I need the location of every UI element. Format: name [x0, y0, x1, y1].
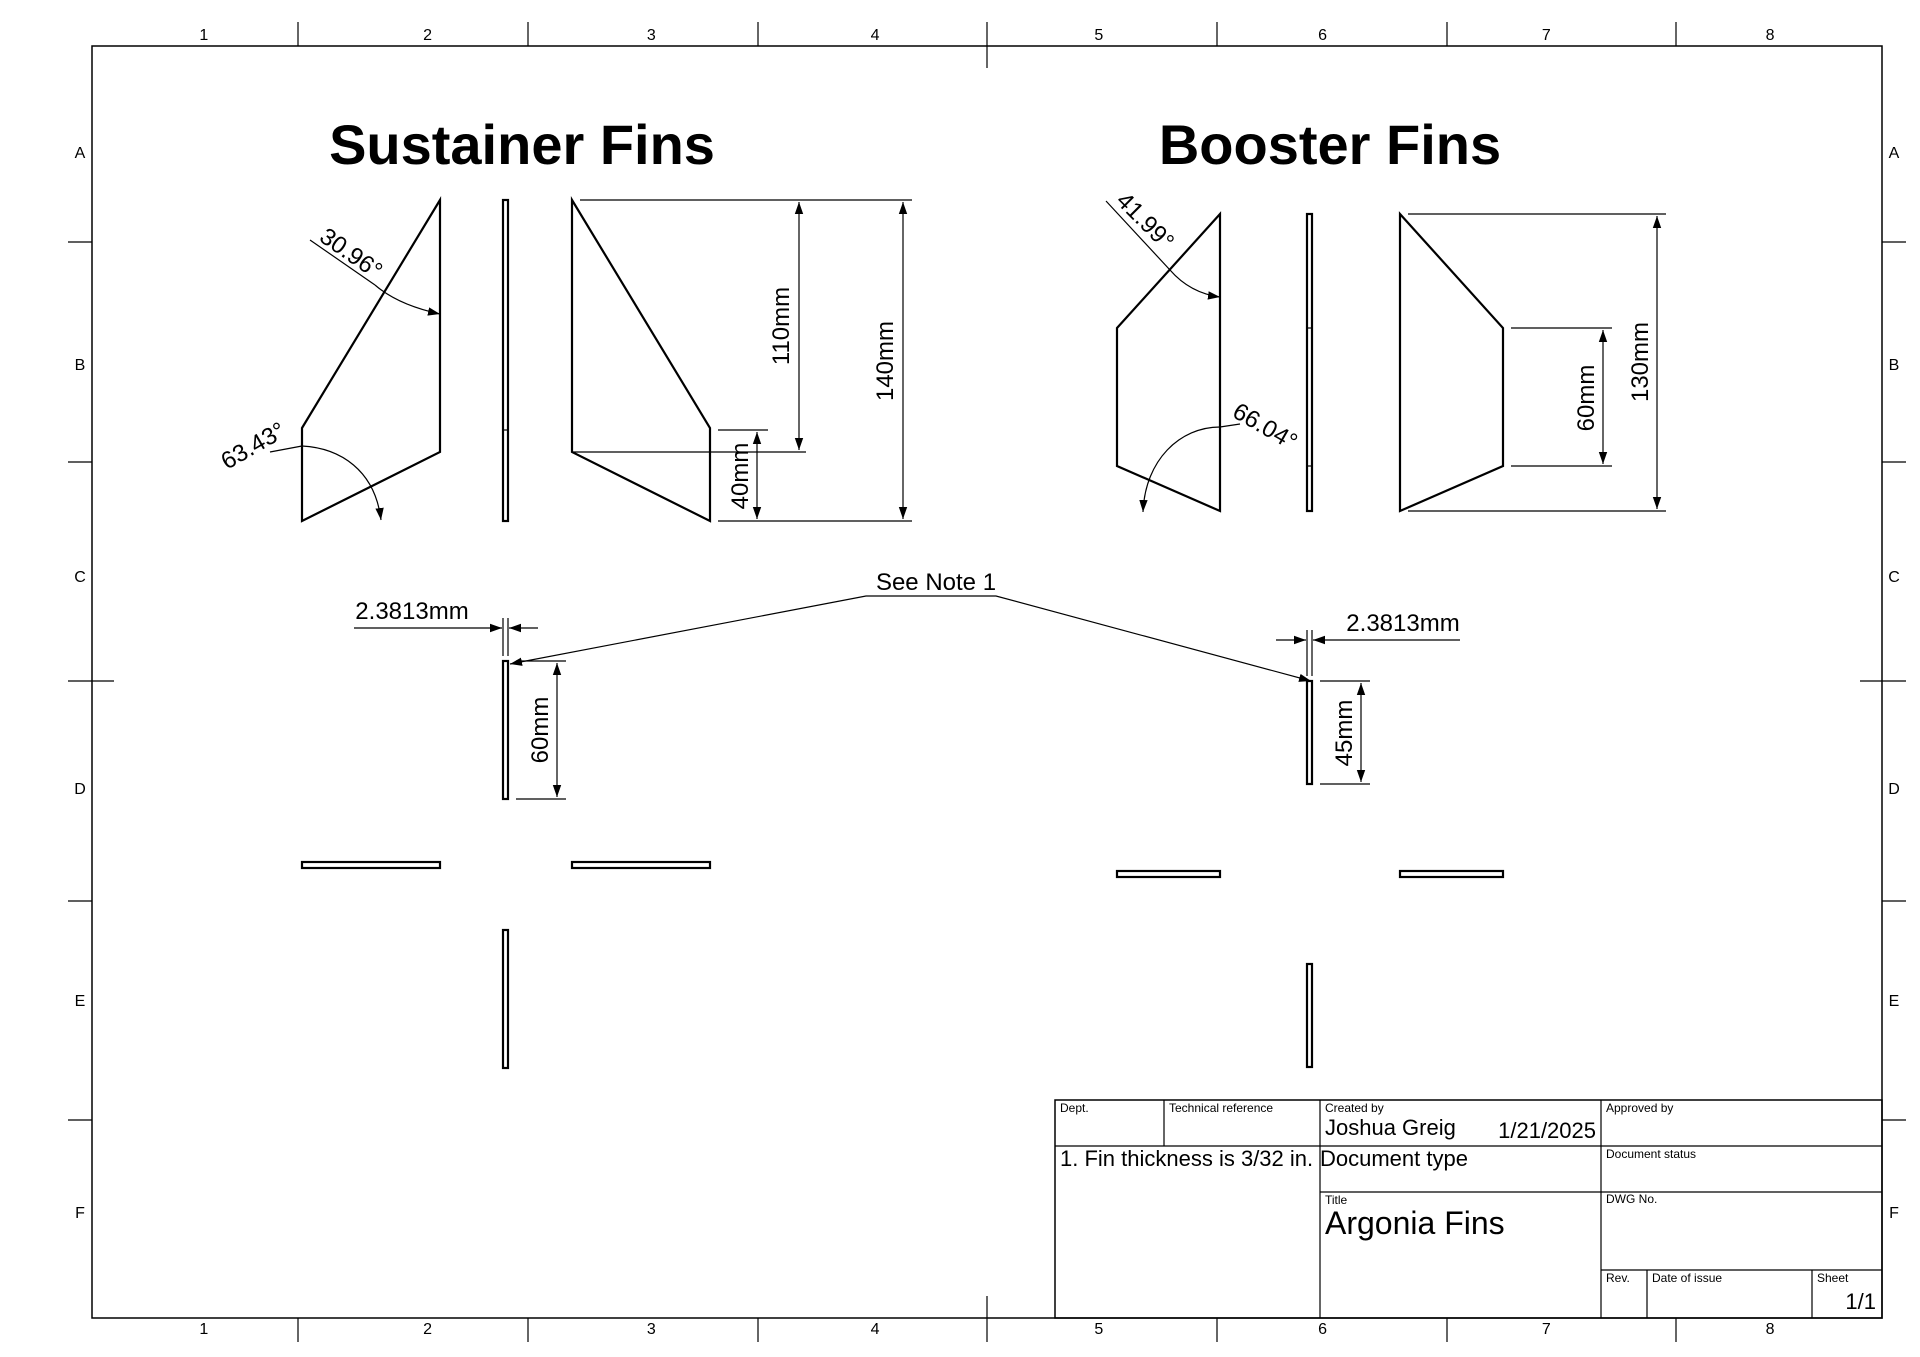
note-callout: See Note 1 — [509, 569, 1312, 682]
created-date: 1/21/2025 — [1498, 1118, 1596, 1143]
booster-fin-profile-left — [1115, 211, 1222, 513]
grid-column-label: 8 — [1766, 1321, 1775, 1338]
date-of-issue-label: Date of issue — [1652, 1271, 1722, 1285]
grid-column-label: 7 — [1542, 27, 1551, 44]
rev-label: Rev. — [1606, 1271, 1630, 1285]
grid-row-label: B — [1889, 357, 1900, 374]
booster-thickness: 2.3813mm — [1346, 610, 1459, 637]
booster-slot-right — [1398, 869, 1505, 879]
booster-dim-130: 130mm — [1627, 322, 1654, 402]
title-block: Dept. Technical reference Created by Jos… — [1054, 1099, 1883, 1319]
sustainer-fin-edge-view — [501, 198, 510, 523]
grid-column-label: 4 — [871, 1321, 880, 1338]
sustainer-slot-section: 2.3813mm 60mm — [300, 598, 712, 1070]
approved-by-label: Approved by — [1606, 1101, 1673, 1115]
sustainer-dim-140: 140mm — [872, 321, 899, 401]
sustainer-thickness: 2.3813mm — [355, 598, 468, 625]
grid-column-label: 7 — [1542, 1321, 1551, 1338]
grid-column-label: 8 — [1766, 27, 1775, 44]
grid-column-label: 1 — [199, 27, 208, 44]
booster-sweep-angle: 41.99° — [1111, 187, 1179, 255]
created-by-label: Created by — [1325, 1101, 1384, 1115]
tech-ref-label: Technical reference — [1169, 1101, 1273, 1115]
sustainer-sweep-angle: 30.96° — [315, 223, 388, 285]
grid-row-label: A — [75, 145, 86, 162]
grid-row-label: D — [1888, 781, 1900, 798]
grid-column-label: 6 — [1318, 27, 1327, 44]
angle-arc-sustainer-root — [301, 445, 384, 521]
booster-dim-60: 60mm — [1573, 365, 1600, 432]
grid-column-label: 3 — [647, 1321, 656, 1338]
sheet-number: 1/1 — [1845, 1289, 1876, 1314]
booster-slot-left — [1115, 869, 1222, 879]
frame-border — [91, 45, 1883, 1319]
angle-leader-sustainer-sweep — [309, 239, 376, 286]
angle-leader-booster-sweep — [1105, 200, 1171, 271]
sustainer-fin-profile-right — [570, 196, 712, 523]
sustainer-fin-views: 30.96° 63.43° 110mm 140mm 40mm — [217, 196, 912, 523]
title-block-note: 1. Fin thickness is 3/32 in. — [1060, 1146, 1313, 1171]
document-status-label: Document status — [1606, 1147, 1696, 1161]
grid-row-label: C — [74, 569, 86, 586]
grid-column-label: 1 — [199, 1321, 208, 1338]
booster-fin-edge-view — [1305, 212, 1314, 513]
drawing-title: Argonia Fins — [1325, 1205, 1505, 1241]
sustainer-root-angle: 63.43° — [217, 417, 291, 475]
sustainer-slot-length: 60mm — [527, 697, 554, 764]
dwg-no-label: DWG No. — [1606, 1192, 1657, 1206]
sheet-label: Sheet — [1817, 1271, 1849, 1285]
angle-arc-booster-root — [1139, 426, 1221, 513]
booster-slot-top — [1305, 679, 1314, 786]
grid-row-label: F — [1889, 1205, 1899, 1222]
angle-arc-sustainer-sweep — [374, 284, 441, 316]
grid-column-label: 2 — [423, 27, 432, 44]
angle-arc-booster-sweep — [1169, 269, 1221, 300]
grid-column-label: 5 — [1094, 27, 1103, 44]
grid-row-label: B — [75, 357, 86, 374]
sustainer-slot-right — [570, 860, 712, 870]
grid-row-label: C — [1888, 569, 1900, 586]
title-label: Title — [1325, 1193, 1348, 1207]
grid-column-label: 3 — [647, 27, 656, 44]
grid-column-label: 4 — [871, 27, 880, 44]
sustainer-dim-110: 110mm — [768, 287, 795, 365]
grid-row-label: D — [74, 781, 86, 798]
grid-row-label: E — [1889, 993, 1900, 1010]
booster-fin-views: 41.99° 66.04° 60mm 130mm — [1105, 187, 1666, 513]
booster-slot-bottom — [1305, 962, 1314, 1069]
sustainer-slot-top — [501, 659, 510, 801]
grid-row-label: A — [1889, 145, 1900, 162]
see-note-label: See Note 1 — [876, 569, 996, 596]
booster-slot-length: 45mm — [1331, 700, 1358, 767]
grid-column-label: 2 — [423, 1321, 432, 1338]
document-type-label: Document type — [1320, 1146, 1468, 1171]
grid-column-label: 5 — [1094, 1321, 1103, 1338]
dept-label: Dept. — [1060, 1101, 1089, 1115]
grid-row-label: F — [75, 1205, 85, 1222]
sustainer-slot-left — [300, 860, 442, 870]
sustainer-heading: Sustainer Fins — [329, 113, 715, 176]
booster-root-angle: 66.04° — [1228, 398, 1302, 456]
sustainer-fin-profile-left — [300, 196, 442, 523]
sustainer-dim-40: 40mm — [727, 443, 754, 510]
sustainer-slot-bottom — [501, 928, 510, 1070]
booster-fin-profile-right — [1398, 211, 1505, 513]
created-by-name: Joshua Greig — [1325, 1115, 1456, 1140]
grid-row-label: E — [75, 993, 86, 1010]
frame-ticks — [68, 22, 1906, 1342]
booster-heading: Booster Fins — [1159, 113, 1501, 176]
grid-column-label: 6 — [1318, 1321, 1327, 1338]
booster-slot-section: 2.3813mm 45mm — [1115, 610, 1505, 1069]
